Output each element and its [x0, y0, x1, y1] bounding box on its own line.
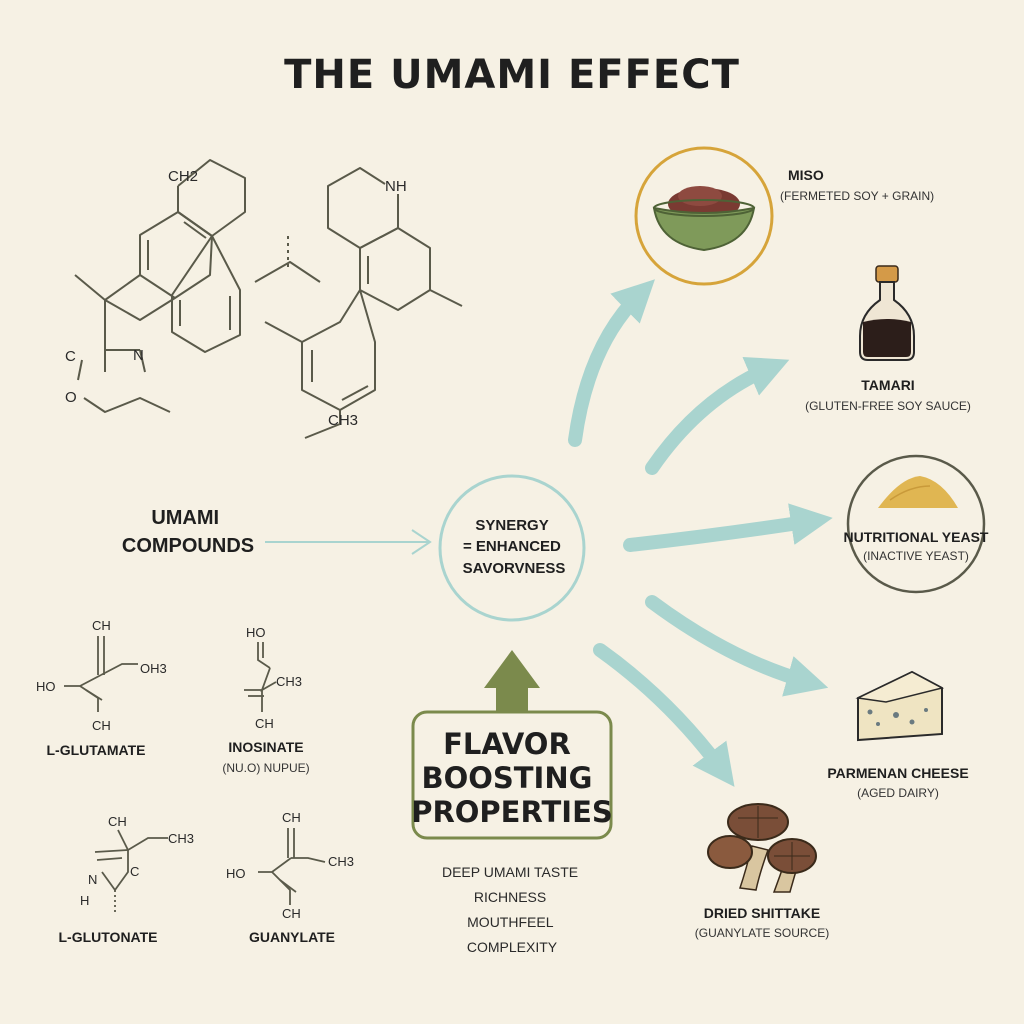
chem-label: HO [246, 625, 266, 640]
source-name: MISO [788, 167, 824, 183]
soy-bottle-icon [859, 265, 915, 361]
source-arrows [568, 279, 833, 787]
property-item: RICHNESS [474, 889, 546, 905]
compound-name: L-GLUTONATE [58, 929, 157, 945]
source-name: NUTRITIONAL YEAST [844, 529, 989, 545]
molecule-top-left [74, 159, 321, 413]
arrow-to-yeast [623, 503, 833, 552]
chem-label: CH3 [168, 831, 194, 846]
chem-label: CH2 [168, 168, 198, 185]
chem-label: CH [92, 618, 111, 633]
mushroom-icon [707, 803, 817, 893]
source-desc: (GLUTEN-FREE SOY SAUCE) [805, 399, 971, 413]
source-desc: (AGED DAIRY) [857, 786, 939, 800]
arrow-to-tamari [645, 356, 790, 475]
chem-label: CH3 [328, 412, 358, 429]
property-item: DEEP UMAMI TASTE [442, 864, 578, 880]
flavor-boosting-label: FLAVOR BOOSTING PROPERTIES [411, 727, 613, 829]
compounds-to-synergy-arrow [265, 529, 432, 555]
source-name: TAMARI [861, 377, 914, 393]
source-name: DRIED SHITTAKE [704, 905, 820, 921]
properties-list: DEEP UMAMI TASTE RICHNESS MOUTHFEEL COMP… [442, 864, 582, 955]
chem-label: CH [108, 814, 127, 829]
page-title: THE UMAMI EFFECT [284, 52, 740, 98]
molecule-guanylate [258, 828, 326, 905]
boost-up-arrow [484, 650, 540, 712]
chem-label: C [65, 348, 76, 365]
source-desc: (INACTIVE YEAST) [863, 549, 969, 563]
miso-bowl-icon [634, 146, 774, 286]
molecule-top-right [264, 167, 463, 439]
chem-label: H [80, 893, 89, 908]
arrow-to-cheese [645, 595, 829, 697]
chem-label: C [130, 864, 139, 879]
synergy-circle [438, 474, 586, 622]
flavor-boosting-box [411, 710, 613, 840]
property-item: COMPLEXITY [467, 939, 558, 955]
property-item: MOUTHFEEL [467, 914, 554, 930]
cheese-wedge-icon [855, 670, 945, 742]
chem-label: HO [226, 866, 246, 881]
compound-name: L-GLUTAMATE [46, 742, 145, 758]
source-name: PARMENAN CHEESE [827, 765, 968, 781]
arrow-to-shiitake [593, 643, 735, 787]
molecule-inosinate [244, 642, 277, 712]
arrow-to-miso [568, 279, 655, 447]
chem-label: NH [385, 178, 407, 195]
chem-label: OH3 [140, 661, 167, 676]
source-desc: (FERMETED SOY + GRAIN) [780, 189, 934, 203]
chem-label: O [65, 389, 77, 406]
chem-label: CH [255, 716, 274, 731]
chem-label: CH [282, 906, 301, 921]
source-desc: (GUANYLATE SOURCE) [695, 926, 829, 940]
yeast-pile-icon [846, 454, 986, 594]
chem-label: N [88, 872, 97, 887]
chem-label: HO [36, 679, 56, 694]
synergy-label: SYNERGY = ENHANCED SAVORVNESS [463, 517, 566, 577]
chem-label: CH [92, 718, 111, 733]
chem-label: N [133, 347, 144, 364]
molecule-glutamate [64, 636, 138, 712]
chem-label: CH3 [328, 854, 354, 869]
chem-label: CH3 [276, 674, 302, 689]
compound-name: INOSINATE [228, 739, 303, 755]
compound-subtitle: (NU.O) NUPUE) [222, 761, 309, 775]
molecule-glutonate [94, 829, 168, 915]
compound-name: GUANYLATE [249, 929, 335, 945]
umami-compounds-label: UMAMI COMPOUNDS [122, 507, 254, 557]
chem-label: CH [282, 810, 301, 825]
